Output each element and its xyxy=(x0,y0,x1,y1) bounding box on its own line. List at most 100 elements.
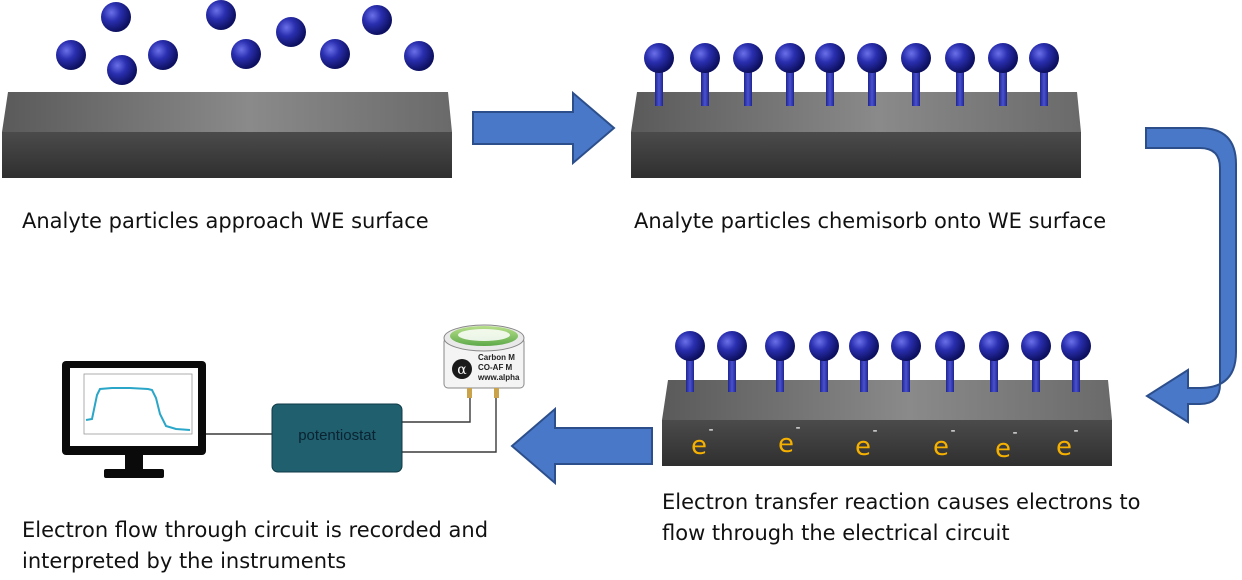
electron-charge: - xyxy=(1073,423,1078,439)
analyte-particle xyxy=(717,331,747,361)
analyte-particle xyxy=(809,331,839,361)
bound-analyte xyxy=(717,331,747,392)
sensor-label-line1: Carbon M xyxy=(478,353,515,362)
analyte-particle xyxy=(320,39,350,69)
bound-analyte xyxy=(849,331,879,392)
analyte-particle xyxy=(276,17,306,47)
electron-charge: - xyxy=(950,423,955,439)
electron-symbol: e xyxy=(691,431,707,461)
analyte-particle xyxy=(891,331,921,361)
bound-analyte xyxy=(775,43,805,106)
bound-analyte xyxy=(644,43,674,106)
bound-analyte xyxy=(891,331,921,392)
caption-line: Electron transfer reaction causes electr… xyxy=(662,490,1141,514)
arrow-left-icon xyxy=(510,406,653,486)
electron: e- xyxy=(778,420,801,459)
caption-chemisorb: Analyte particles chemisorb onto WE surf… xyxy=(634,209,1107,233)
analyte-particle xyxy=(815,43,845,73)
caption-line: Electron flow through circuit is recorde… xyxy=(22,518,489,542)
analyte-particle xyxy=(101,2,131,32)
analyte-particle xyxy=(690,43,720,73)
bound-analyte xyxy=(1021,331,1051,392)
analyte-particle xyxy=(935,331,965,361)
caption-approach: Analyte particles approach WE surface xyxy=(22,209,429,233)
bound-analyte xyxy=(815,43,845,106)
analyte-particle xyxy=(765,331,795,361)
analyte-particle xyxy=(675,331,705,361)
analyte-particle xyxy=(404,41,434,71)
monitor-icon xyxy=(62,361,206,478)
electron-charge: - xyxy=(708,422,713,438)
bound-analyte xyxy=(733,43,763,106)
analyte-particle xyxy=(1021,331,1051,361)
panel-instruments: potentiostat α Carbon M CO-AF M www.alph… xyxy=(62,324,525,478)
bound-analyte xyxy=(945,43,975,106)
bound-analyte xyxy=(765,331,795,392)
bound-analyte xyxy=(1029,43,1059,106)
svg-text:α: α xyxy=(457,362,467,378)
analyte-particle xyxy=(988,43,1018,73)
electron: e- xyxy=(691,422,714,461)
bound-analyte xyxy=(1061,331,1091,392)
bound-analyte xyxy=(857,43,887,106)
analyte-particle xyxy=(644,43,674,73)
electrode-slab xyxy=(2,92,452,178)
analyte-particle xyxy=(148,40,178,70)
electron: e- xyxy=(1056,423,1079,462)
chemisorbed-particles xyxy=(644,43,1059,106)
analyte-particle xyxy=(857,43,887,73)
bound-analyte xyxy=(935,331,965,392)
panel-chemisorb xyxy=(631,43,1081,178)
analyte-particle xyxy=(1061,331,1091,361)
electron: e- xyxy=(855,423,878,462)
electron-charge: - xyxy=(795,420,800,436)
electron-symbol: e xyxy=(855,432,871,462)
caption-electron-transfer: Electron transfer reaction causes electr… xyxy=(662,487,1141,549)
analyte-particle xyxy=(849,331,879,361)
potentiostat-label: potentiostat xyxy=(298,427,376,444)
bound-analyte xyxy=(988,43,1018,106)
electron-symbol: e xyxy=(995,434,1011,464)
electrode-slab xyxy=(662,380,1112,466)
electrons: e-e-e-e-e-e- xyxy=(691,420,1079,464)
bound-analyte xyxy=(690,43,720,106)
analyte-particle xyxy=(775,43,805,73)
chemisorbed-particles xyxy=(675,331,1091,392)
electron-charge: - xyxy=(872,423,877,439)
sensor-label-line3: www.alpha xyxy=(477,373,520,382)
electron-symbol: e xyxy=(933,432,949,462)
bound-analyte xyxy=(675,331,705,392)
potentiostat-box: potentiostat xyxy=(271,403,403,473)
panel-electron-transfer: e-e-e-e-e-e- xyxy=(662,331,1112,466)
arrow-right-icon xyxy=(472,90,616,166)
electron: e- xyxy=(995,425,1018,464)
sensor-label-line2: CO-AF M xyxy=(478,363,513,372)
analyte-particle xyxy=(362,5,392,35)
bound-analyte xyxy=(901,43,931,106)
caption-line: interpreted by the instruments xyxy=(22,549,347,573)
analyte-particle xyxy=(945,43,975,73)
analyte-particle xyxy=(107,55,137,85)
gas-sensor-icon: α Carbon M CO-AF M www.alpha xyxy=(443,324,525,398)
electron: e- xyxy=(933,423,956,462)
analyte-particle xyxy=(56,40,86,70)
caption-instruments: Electron flow through circuit is recorde… xyxy=(22,515,488,577)
bound-analyte xyxy=(979,331,1009,392)
analyte-particle xyxy=(979,331,1009,361)
electrode-slab xyxy=(631,92,1081,178)
electron-charge: - xyxy=(1012,425,1017,441)
analyte-particle xyxy=(206,0,236,30)
analyte-particle xyxy=(1029,43,1059,73)
panel-approach xyxy=(2,0,452,178)
electron-symbol: e xyxy=(778,429,794,459)
free-particles xyxy=(56,0,434,85)
signal-plot xyxy=(83,373,193,435)
electron-symbol: e xyxy=(1056,432,1072,462)
circuit-wires xyxy=(206,396,497,453)
bound-analyte xyxy=(809,331,839,392)
analyte-particle xyxy=(901,43,931,73)
analyte-particle xyxy=(231,39,261,69)
curved-arrow-down-icon xyxy=(1145,127,1237,424)
analyte-particle xyxy=(733,43,763,73)
